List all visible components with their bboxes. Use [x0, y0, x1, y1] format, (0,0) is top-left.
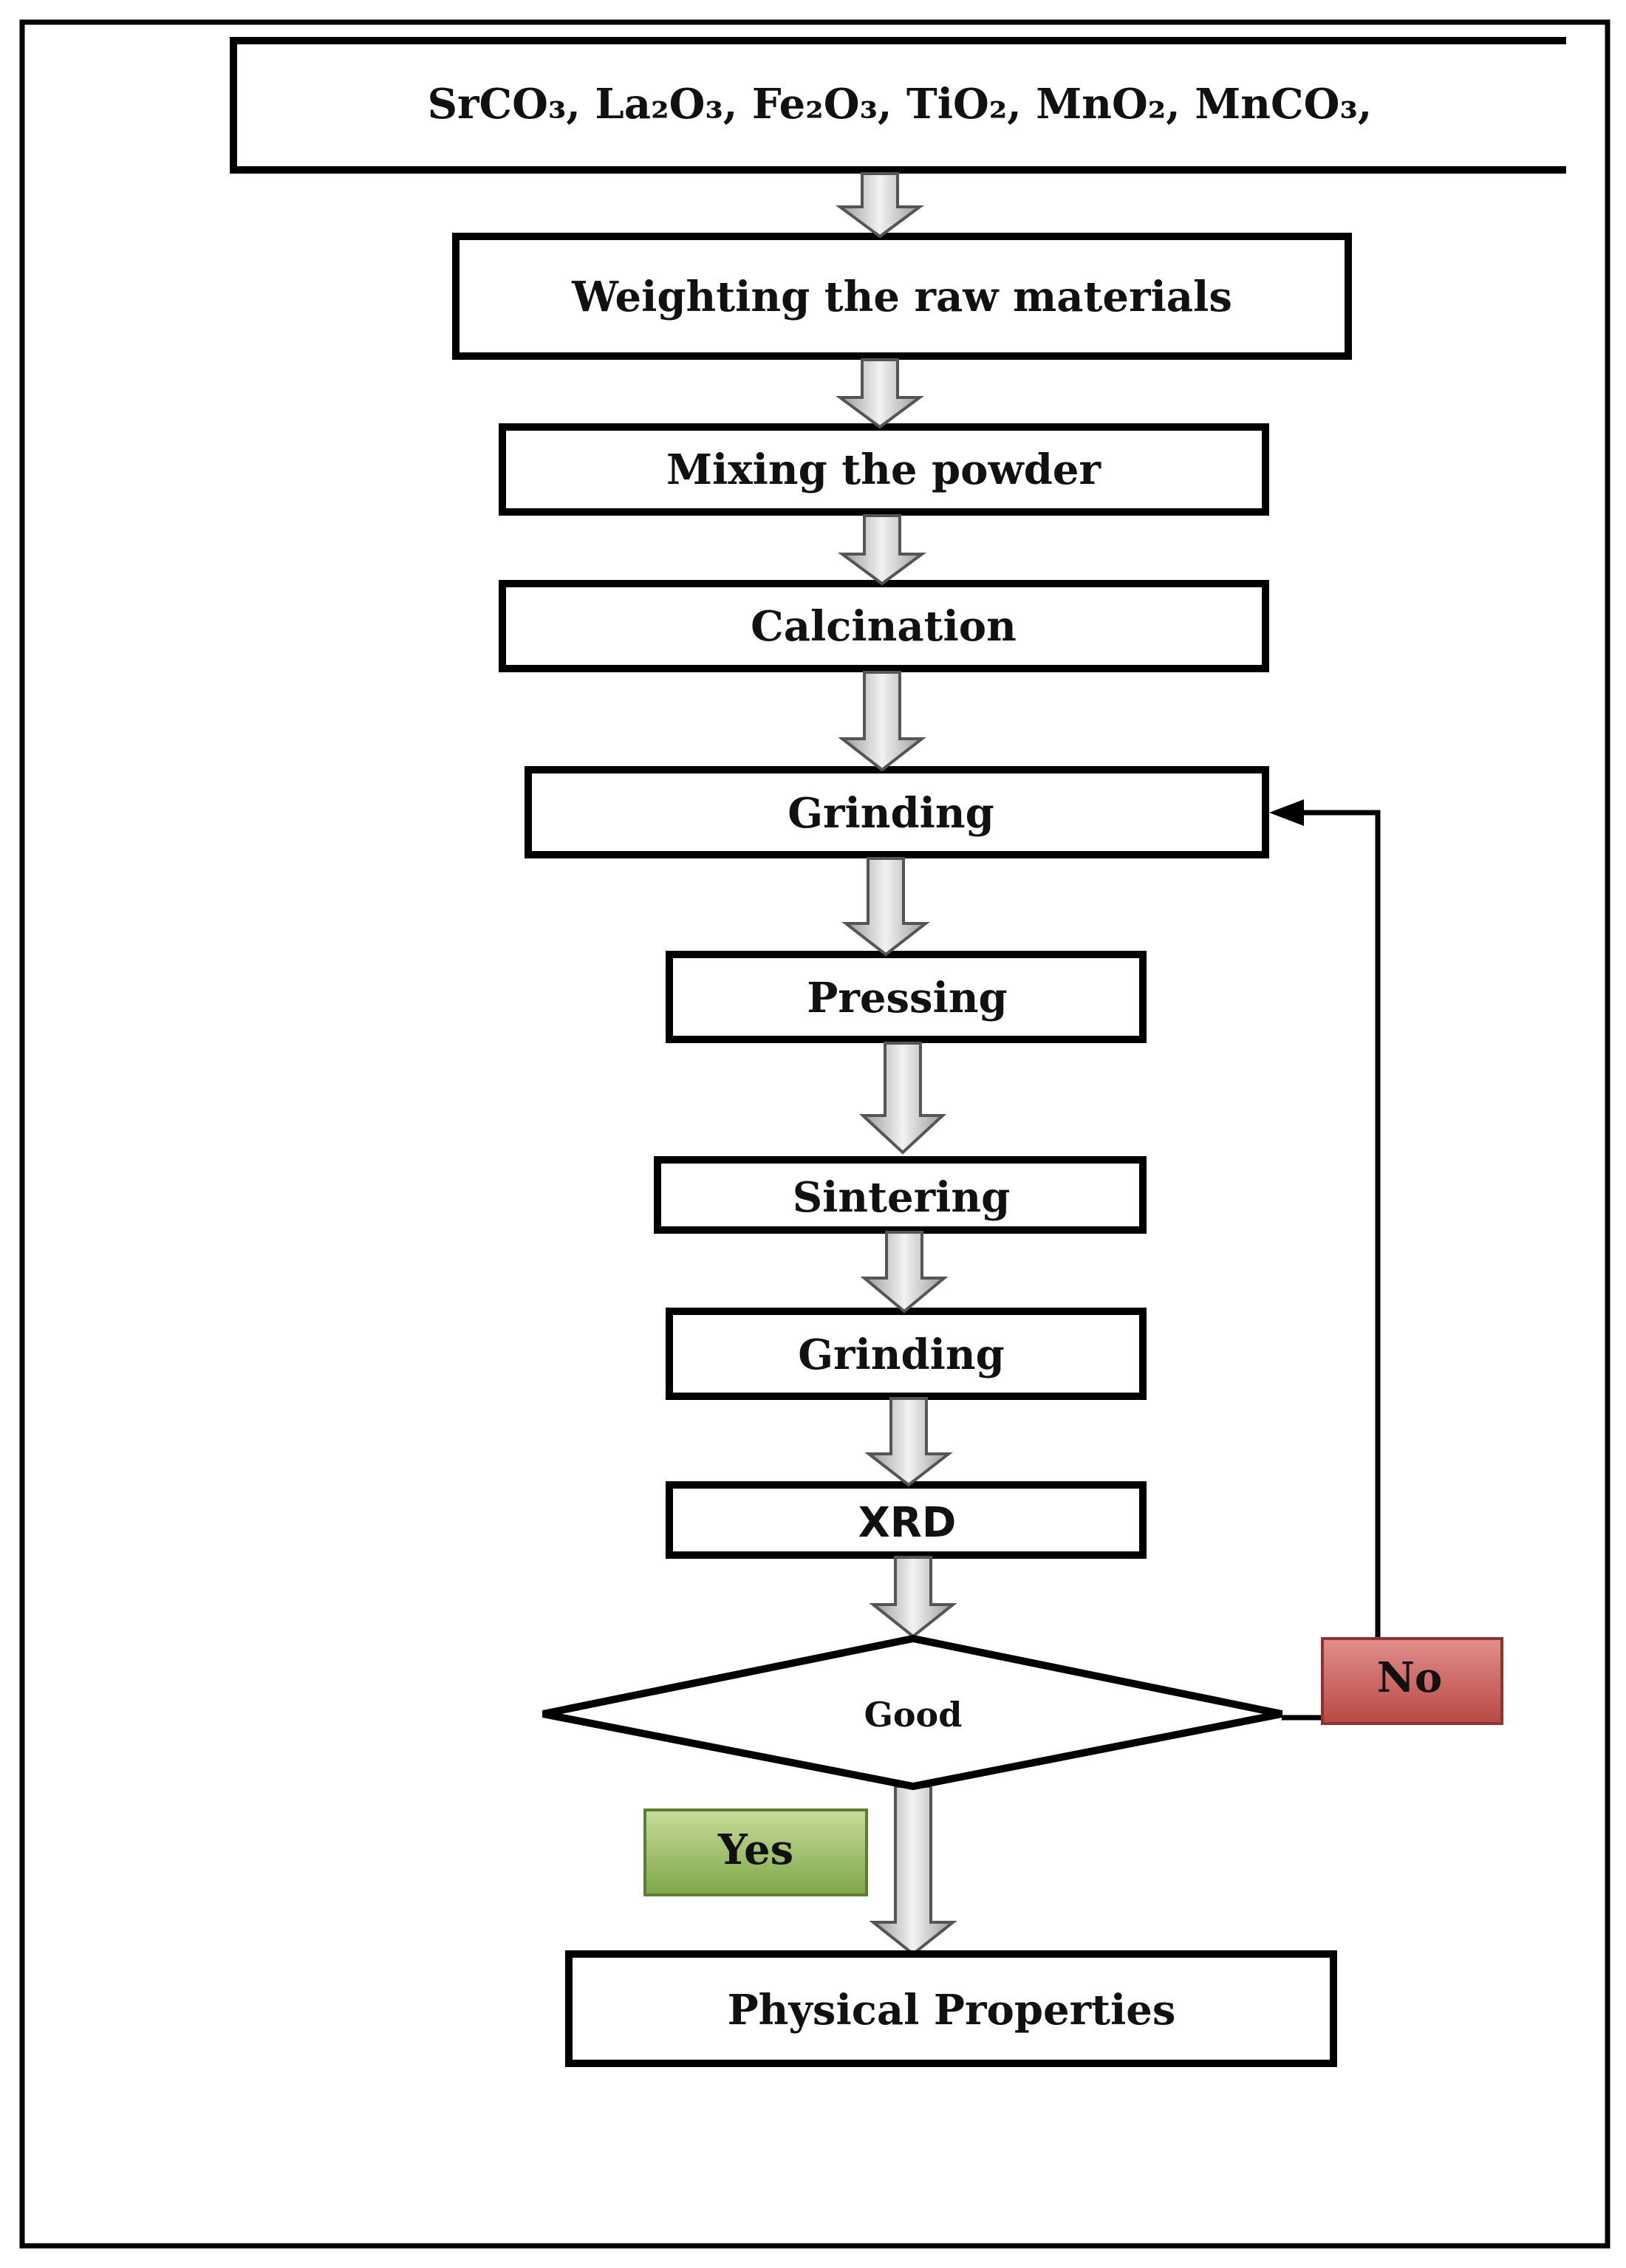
decision-label: Good [864, 1695, 963, 1735]
arrow-grinding-to-xrd [864, 1397, 953, 1487]
weighting-label: Weighting the raw materials [571, 273, 1232, 321]
grinding-1-label: Grinding [788, 789, 994, 838]
calcination-box [499, 580, 1269, 672]
mixing-box [499, 423, 1269, 516]
sintering-label: Sintering [793, 1173, 1011, 1222]
no-badge [1321, 1637, 1503, 1725]
arrow-raw-to-weighting [835, 172, 925, 239]
no-feedback-line [1282, 810, 1381, 1721]
arrow-decision-to-result [869, 1785, 957, 1956]
raw-materials-box [230, 37, 1566, 174]
arrow-pressing-to-sintering [858, 1042, 947, 1155]
arrow-weighting-to-mixing [835, 358, 925, 429]
grinding-1-box [525, 766, 1269, 858]
xrd-box [666, 1481, 1147, 1559]
no-label: No [1377, 1653, 1443, 1702]
arrow-xrd-to-decision [869, 1556, 957, 1639]
outer-frame [19, 19, 1610, 2249]
result-label: Physical Properties [728, 1986, 1176, 2035]
arrow-calcination-to-grinding [838, 671, 926, 772]
arrow-grinding-to-pressing [841, 857, 930, 957]
flow-arrows [835, 172, 957, 1956]
grinding-2-label: Grinding [798, 1331, 1005, 1379]
arrow-sintering-to-grinding [860, 1231, 949, 1314]
grinding-2-box [666, 1308, 1147, 1400]
sintering-box [654, 1156, 1147, 1234]
mixing-label: Mixing the powder [666, 445, 1101, 494]
pressing-label: Pressing [807, 974, 1007, 1022]
yes-badge [643, 1808, 868, 1896]
xrd-label: XRD [858, 1499, 957, 1547]
raw-materials-text: SrCO₃, La₂O₃, Fe₂O₃, TiO₂, MnO₂, MnCO₃, [428, 80, 1373, 129]
pressing-box [666, 951, 1147, 1043]
yes-label: Yes [717, 1825, 793, 1874]
result-box [565, 1950, 1337, 2067]
calcination-label: Calcination [751, 602, 1017, 651]
feedback-arrowhead-icon [1269, 799, 1304, 826]
decision-diamond [542, 1634, 1283, 1791]
arrow-mixing-to-calcination [837, 514, 927, 586]
weighting-box [452, 233, 1352, 360]
